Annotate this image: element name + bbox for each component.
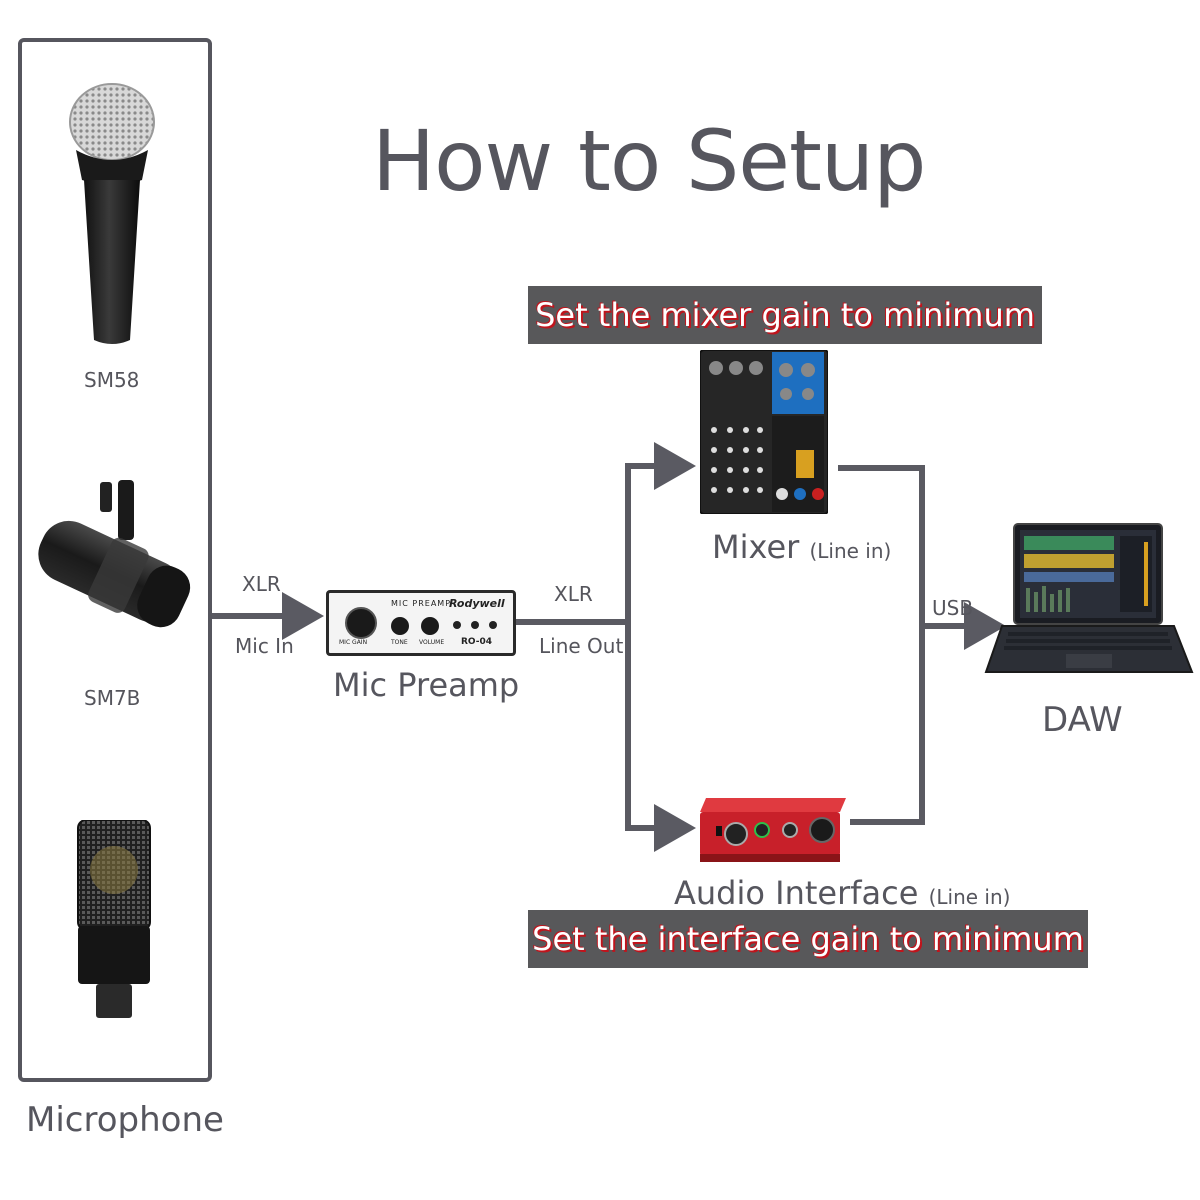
- mixer-gain-banner: Set the mixer gain to minimum: [528, 286, 1042, 344]
- preamp-model: RO-04: [461, 637, 493, 647]
- wire-mixer-to-usb: [838, 465, 925, 626]
- audio-interface-note: (Line in): [928, 885, 1011, 909]
- usb-label: USB: [932, 596, 974, 620]
- line-out-label: Line Out: [539, 634, 624, 658]
- audio-interface-label: Audio Interface (Line in): [674, 874, 1010, 912]
- daw-laptop-image: [984, 523, 1194, 673]
- tone-label: TONE: [391, 639, 408, 646]
- daw-label: DAW: [1042, 700, 1123, 740]
- volume-label: VOLUME: [419, 639, 445, 646]
- mic-gain-label: MIC GAIN: [339, 639, 368, 646]
- switch-2: [471, 621, 479, 629]
- wire-preamp-to-interface: [625, 622, 696, 852]
- mic-gain-knob: [345, 607, 377, 639]
- sm7b-microphone-image: [38, 480, 191, 628]
- mixer-device-image: [700, 350, 828, 514]
- microphone-panel-label: Microphone: [26, 1100, 224, 1140]
- mic-in-label: Mic In: [235, 634, 294, 658]
- switch-1: [453, 621, 461, 629]
- mixer-name: Mixer: [712, 528, 800, 566]
- preamp-panel-title: MIC PREAMP: [391, 599, 452, 608]
- interface-gain-banner: Set the interface gain to minimum: [528, 910, 1088, 968]
- microphone-panel: [18, 38, 212, 1082]
- mic-preamp-label: Mic Preamp: [333, 666, 520, 704]
- mic-label-sm7b: SM7B: [84, 686, 141, 710]
- wire-preamp-to-mixer: [512, 442, 696, 625]
- mic-label-sm58: SM58: [84, 368, 140, 392]
- mic-preamp-device: MIC PREAMP Rodywell MIC GAIN TONE VOLUME…: [326, 590, 516, 656]
- mixer-label: Mixer (Line in): [712, 528, 891, 566]
- condenser-microphone-image: [77, 820, 151, 1018]
- page-title: How to Setup: [372, 112, 926, 210]
- xlr-label-preamp: XLR: [554, 582, 593, 606]
- wire-interface-to-usb: [850, 626, 925, 825]
- tone-knob: [391, 617, 409, 635]
- xlr-label-mic: XLR: [242, 572, 281, 596]
- switch-3: [489, 621, 497, 629]
- audio-interface-name: Audio Interface: [674, 874, 919, 912]
- mixer-note: (Line in): [809, 539, 892, 563]
- volume-knob: [421, 617, 439, 635]
- preamp-brand: Rodywell: [449, 597, 505, 610]
- sm58-microphone-image: [69, 83, 155, 344]
- audio-interface-device-image: [700, 798, 846, 862]
